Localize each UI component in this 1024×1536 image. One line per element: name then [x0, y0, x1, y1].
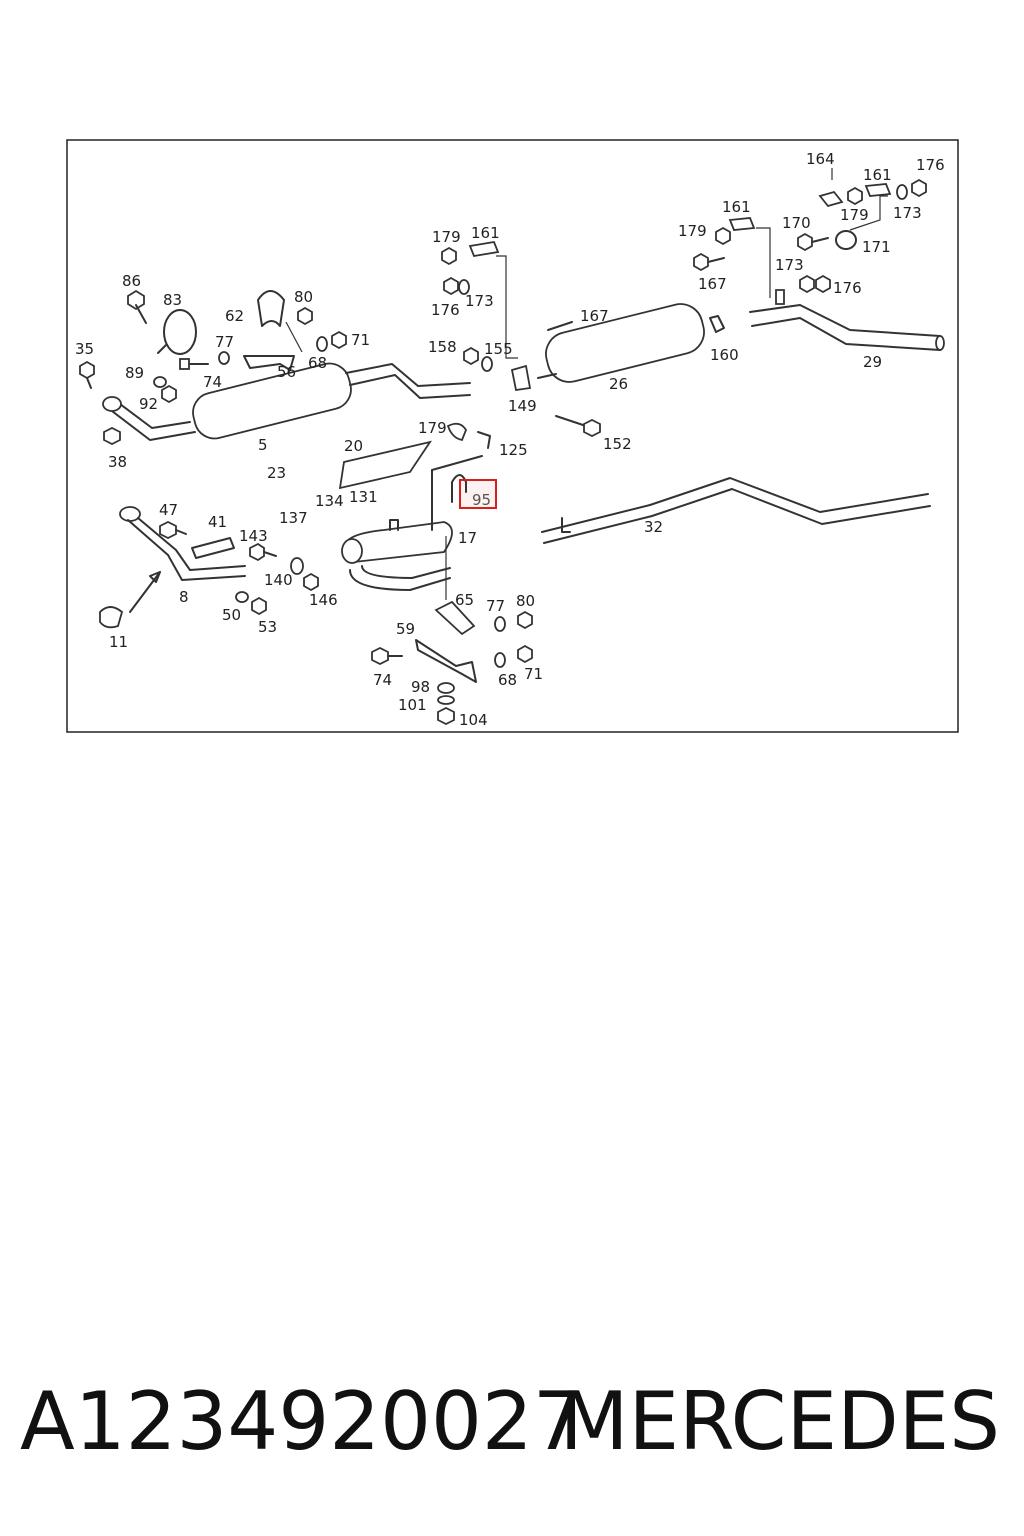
lower-bracket [371, 600, 533, 726]
callout: 20 [344, 437, 363, 455]
bracket-62 [243, 290, 295, 371]
highlight-box [459, 479, 497, 509]
callout: 23 [267, 464, 286, 482]
callout-labels: 164 161 176 179 173 161 179 170 171 173 … [75, 150, 945, 729]
brackets-group-2 [159, 520, 319, 616]
center-muffler [341, 519, 453, 591]
hanger-95 [431, 422, 491, 531]
callout: 137 [279, 509, 308, 527]
callout: 179 [418, 419, 447, 437]
callout: 167 [580, 307, 609, 325]
callout: 38 [108, 453, 127, 471]
callout: 8 [179, 588, 189, 606]
callout: 68 [308, 354, 327, 372]
callout: 26 [609, 375, 628, 393]
clamp-83 [127, 289, 197, 355]
rear-hangers [441, 178, 927, 438]
callout: 11 [109, 633, 128, 651]
callout: 80 [516, 592, 535, 610]
brand-name: MERCEDES [559, 1375, 1000, 1468]
callout: 77 [486, 597, 505, 615]
diagram-canvas: 164 161 176 179 173 161 179 170 171 173 … [66, 139, 959, 733]
callout: 92 [139, 395, 158, 413]
heat-shield [338, 440, 433, 490]
callout: 17 [458, 529, 477, 547]
callout: 32 [644, 518, 663, 536]
callout: 171 [862, 238, 891, 256]
callout: 155 [484, 340, 513, 358]
callout: 86 [122, 272, 141, 290]
diagram-frame [66, 139, 959, 733]
callout: 62 [225, 307, 244, 325]
callout: 149 [508, 397, 537, 415]
callout: 68 [498, 671, 517, 689]
front-muffler [102, 362, 471, 446]
callout: 47 [159, 501, 178, 519]
callout: 161 [863, 166, 892, 184]
callout: 104 [459, 711, 488, 729]
callout: 161 [471, 224, 500, 242]
callout: 176 [833, 279, 862, 297]
front-pipe-8 [99, 506, 246, 629]
callout: 53 [258, 618, 277, 636]
callout: 173 [893, 204, 922, 222]
part-number: A1234920027 [20, 1375, 584, 1468]
rear-muffler [537, 303, 945, 383]
callout: 50 [222, 606, 241, 624]
callout: 56 [277, 363, 296, 381]
callout: 179 [840, 206, 869, 224]
callout: 134 [315, 492, 344, 510]
callout: 71 [351, 331, 370, 349]
callout: 65 [455, 591, 474, 609]
callout: 179 [678, 222, 707, 240]
callout: 59 [396, 620, 415, 638]
callout: 164 [806, 150, 835, 168]
caption-bar: A1234920027 MERCEDES [0, 1372, 1024, 1472]
callout: 152 [603, 435, 632, 453]
callout: 98 [411, 678, 430, 696]
callout: 170 [782, 214, 811, 232]
callout: 74 [203, 373, 222, 391]
callout: 176 [431, 301, 460, 319]
callout: 140 [264, 571, 293, 589]
callout: 173 [775, 256, 804, 274]
callout: 161 [722, 198, 751, 216]
leader-lines [285, 168, 888, 600]
callout: 83 [163, 291, 182, 309]
callout: 160 [710, 346, 739, 364]
callout: 158 [428, 338, 457, 356]
fasteners-group-1 [79, 306, 347, 404]
callout-highlighted: 95 [472, 491, 491, 509]
callout: 131 [349, 488, 378, 506]
callout: 179 [432, 228, 461, 246]
callout: 71 [524, 665, 543, 683]
callout: 74 [373, 671, 392, 689]
callout: 41 [208, 513, 227, 531]
callout: 80 [294, 288, 313, 306]
callout: 146 [309, 591, 338, 609]
exhaust-parts-diagram: 164 161 176 179 173 161 179 170 171 173 … [0, 0, 1024, 760]
callout: 77 [215, 333, 234, 351]
callout: 101 [398, 696, 427, 714]
callout: 125 [499, 441, 528, 459]
callout: 167 [698, 275, 727, 293]
callout: 35 [75, 340, 94, 358]
callout: 173 [465, 292, 494, 310]
tail-pipe [541, 477, 931, 544]
callout: 89 [125, 364, 144, 382]
callout: 5 [258, 436, 268, 454]
callout: 143 [239, 527, 268, 545]
callout: 176 [916, 156, 945, 174]
callout: 29 [863, 353, 882, 371]
